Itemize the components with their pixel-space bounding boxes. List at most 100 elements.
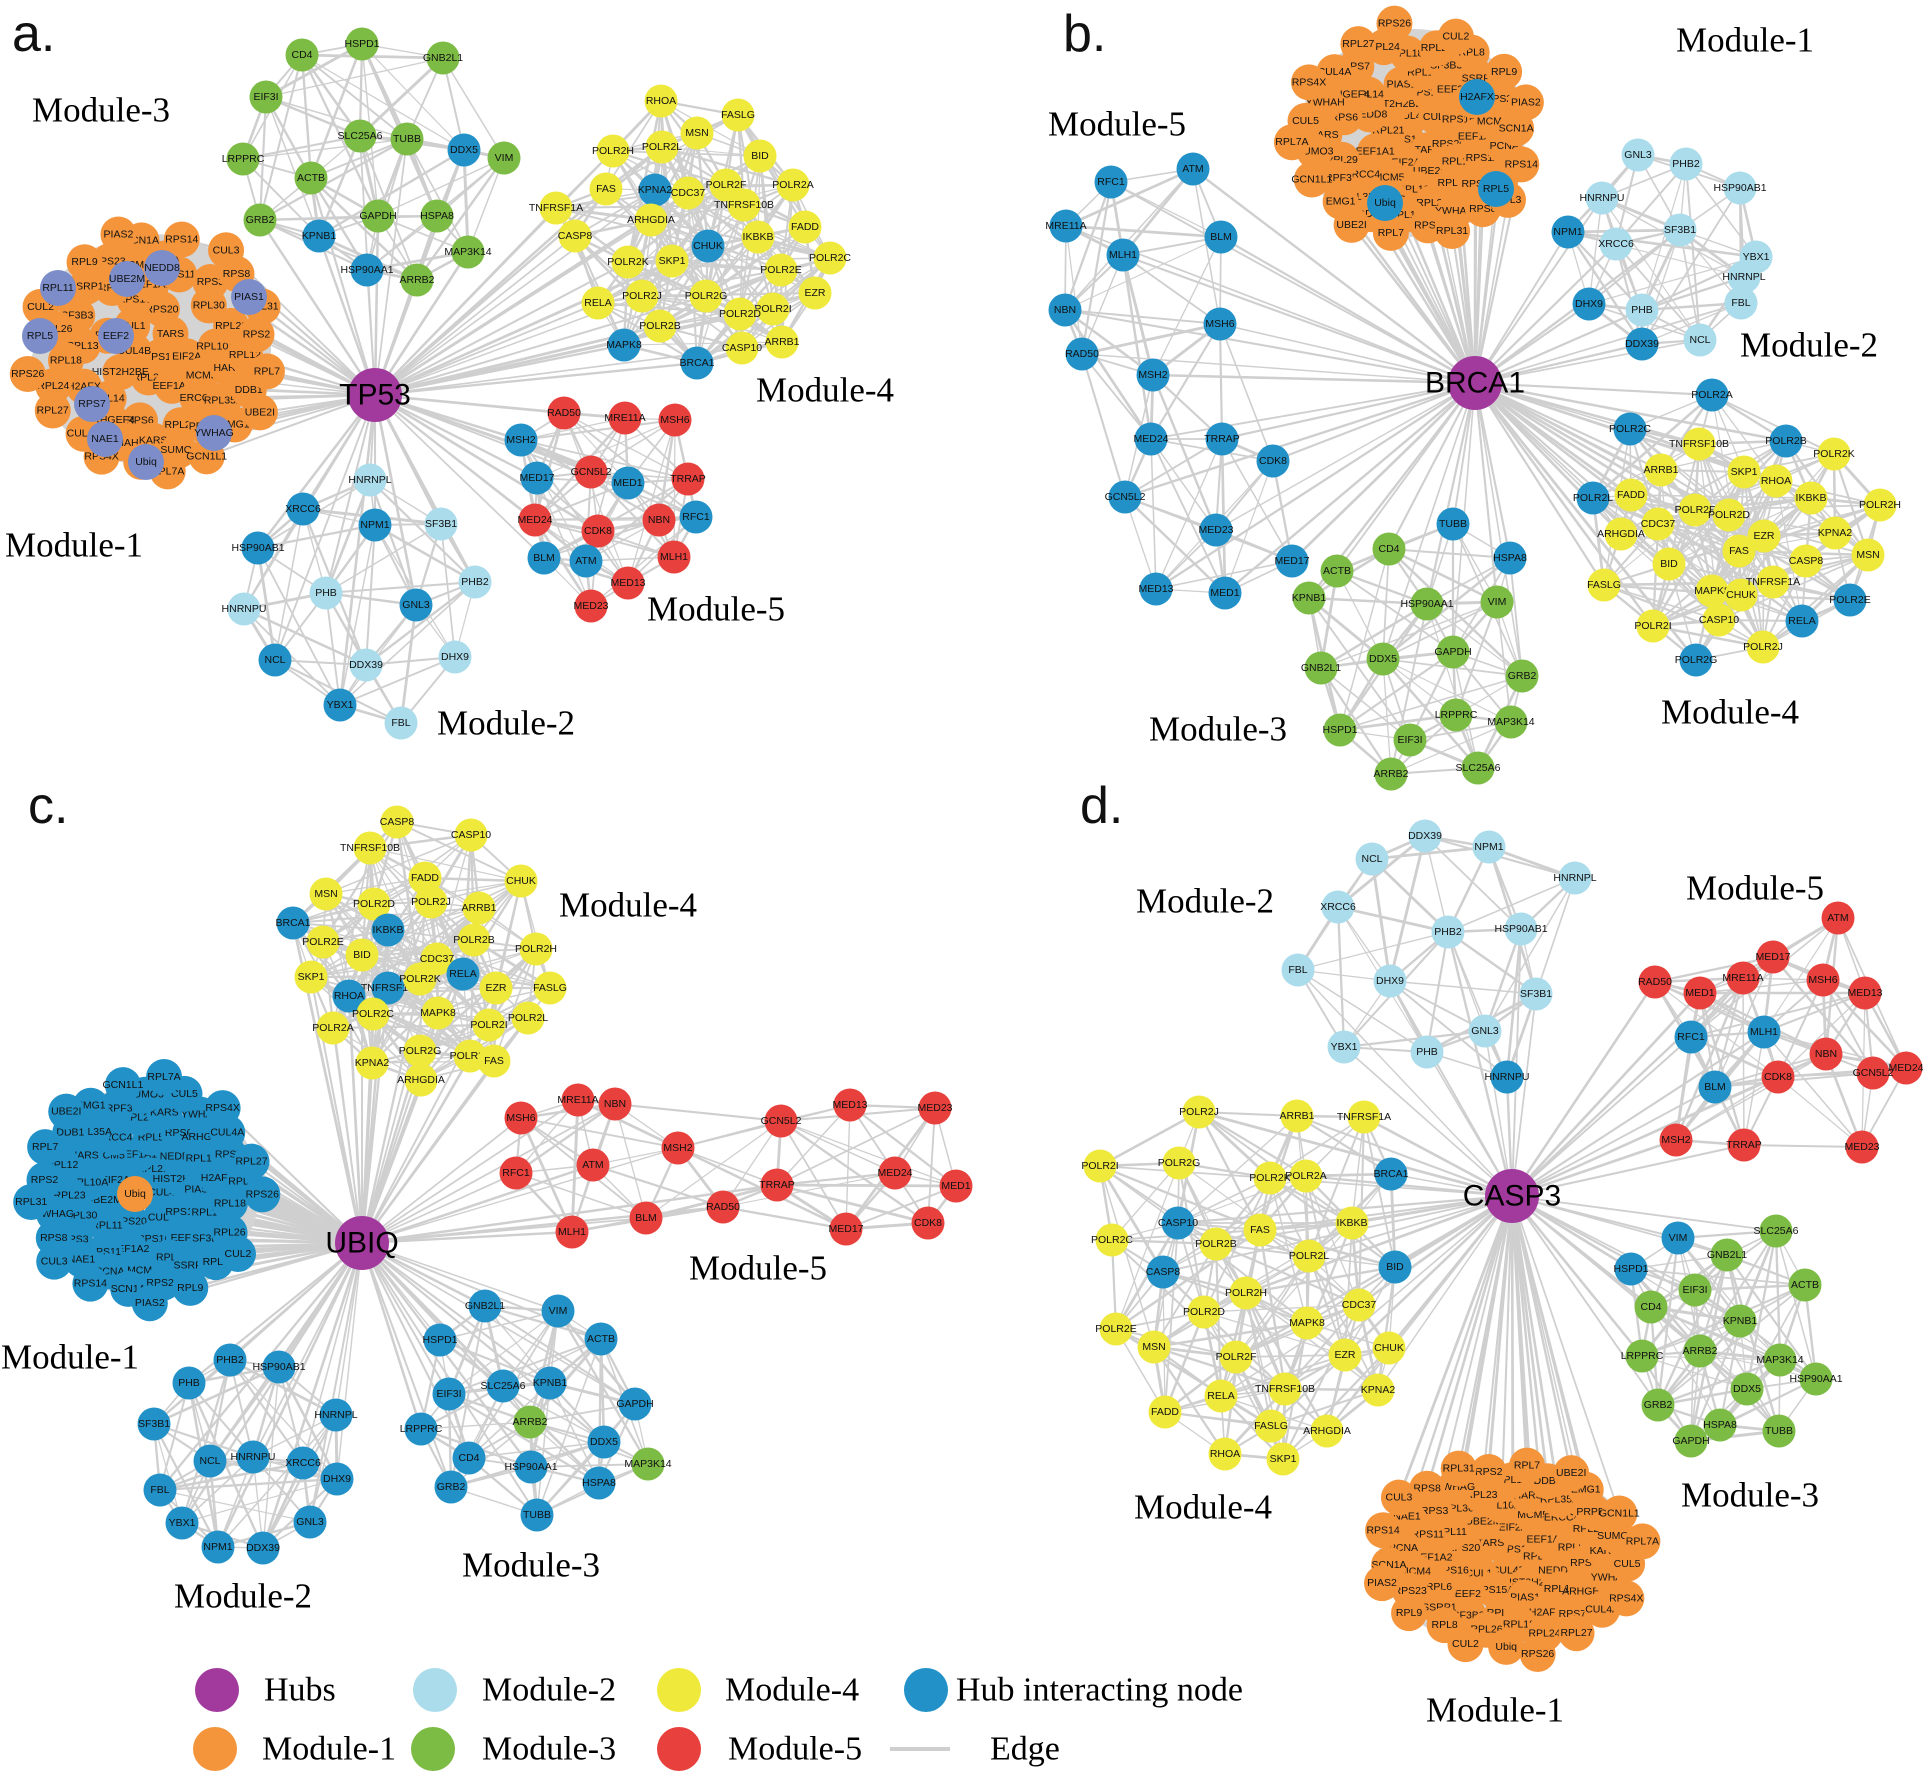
gene-node-label: POLR2I [1081,1160,1118,1172]
edge [845,1185,957,1230]
edge [1660,440,1787,471]
hub-edge [1389,232,1477,384]
gene-node-label: CUL4A [210,1127,244,1139]
hub-edge [208,1242,364,1462]
edge [780,1120,896,1174]
hub-edge [361,1242,452,1488]
edge [310,976,421,980]
legend-label: Hubs [264,1672,336,1709]
gene-node-label: RPL7 [32,1141,58,1153]
edge [153,1422,254,1459]
gene-node-label: PHB [315,587,337,599]
gene-node-label: TNFRSF10B [714,199,774,211]
hub-edge [1382,382,1476,660]
legend-label: Module-5 [728,1731,862,1768]
hub-edge [1426,1051,1513,1197]
gene-node-label: POLR2I [470,1019,507,1031]
gene-node-label: CASP8 [558,230,593,242]
edge [570,1099,580,1233]
edge [396,821,522,882]
edge [1336,906,1346,1048]
hub-edge [1405,1195,1514,1517]
hub-edge [374,207,557,396]
gene-node-label: GNB2L1 [1301,662,1341,674]
hub-edge [338,394,377,706]
gene-node-label: SF3B1 [1520,988,1552,1000]
hub-edge [1511,1195,1777,1232]
edge [1098,1165,1165,1273]
edge [1192,168,1221,325]
gene-node-label: DHX9 [323,1473,351,1485]
edge [1390,721,1512,775]
edge [339,581,476,706]
gene-node-label: POLR2J [1179,1106,1219,1118]
edge [187,1382,265,1549]
edge [563,412,689,480]
gene-node-label: POLR2A [312,1022,353,1034]
gene-node-label: HSPA8 [1703,1419,1737,1431]
gene-node-label: RHOA [646,95,676,107]
edge [1177,1177,1271,1224]
edge [462,149,470,253]
gene-node-label: MCM5 [186,369,217,381]
gene-node-label: RPL7A [1275,136,1308,148]
edge [1690,956,1774,1038]
gene-node-label: MSH6 [1205,318,1234,330]
gene-node-label: CDK8 [1764,1071,1792,1083]
edge [1270,1354,1346,1427]
hub-edge [360,987,390,1244]
hub-edge [1511,1031,1765,1197]
gene-node-label: PHB2 [216,1354,244,1366]
gene-node-label: CDK8 [584,525,612,537]
gene-node-label: SF3B1 [425,518,457,530]
gene-node-label: LRPPRC [1621,1350,1664,1362]
gene-node-label: RPL9 [177,1282,203,1294]
gene-node-label: GNL3 [402,599,430,611]
gene-node-label: FADD [411,872,439,884]
edge [1711,394,1777,482]
edge [1064,236,1222,311]
edge [1099,1110,1200,1168]
edge [1677,1237,1781,1361]
gene-node-label: UBE2I [1336,219,1366,231]
gene-node-label: GNB2L1 [1707,1249,1747,1261]
gene-node-label: XRCC6 [285,503,321,515]
edge [1337,905,1449,934]
panel-letter-a: a. [12,5,56,63]
gene-node-label: CDC37 [1342,1299,1377,1311]
edge [257,547,341,706]
legend-swatch-module-5 [657,1727,701,1771]
gene-node-label: FASLG [721,109,755,121]
edge [420,1421,531,1430]
gene-node-label: HSPD1 [344,38,379,50]
gene-node-label: EZR [1335,1349,1356,1361]
gene-node-label: CASP8 [1789,555,1824,567]
gene-node-label: POLR2J [411,896,451,908]
gene-node-label: RPS14 [1366,1524,1399,1536]
hub-edge [1474,342,1643,385]
gene-node-label: Ubiq [135,456,157,468]
gene-node-label: DDX39 [1408,830,1442,842]
gene-node-label: FASLG [1254,1420,1288,1432]
hub-edge [1511,1086,1716,1197]
gene-node-label: TUBB [1765,1425,1793,1437]
gene-node-label: GNL3 [1624,149,1652,161]
edge [325,580,476,595]
edge [1320,602,1428,670]
edge [1081,353,1152,440]
edge [520,418,676,442]
gene-node-label: UBE2I [245,406,275,418]
edge [1657,1358,1781,1407]
gene-node-label: RPS4X [1609,1592,1643,1604]
hub-edge [361,1103,616,1244]
hub-edge [1425,382,1477,605]
gene-node-label: POLR2D [719,308,761,320]
edge [696,184,727,364]
gene-node-label: SKP1 [659,255,686,267]
hub-edge [1245,1194,1513,1295]
gene-node-label: MAP3K14 [624,1458,671,1470]
gene-node-label: ARHGDIA [397,1074,445,1086]
hub-edge [374,361,698,397]
edge [1711,394,1835,455]
edge [1382,548,1390,660]
